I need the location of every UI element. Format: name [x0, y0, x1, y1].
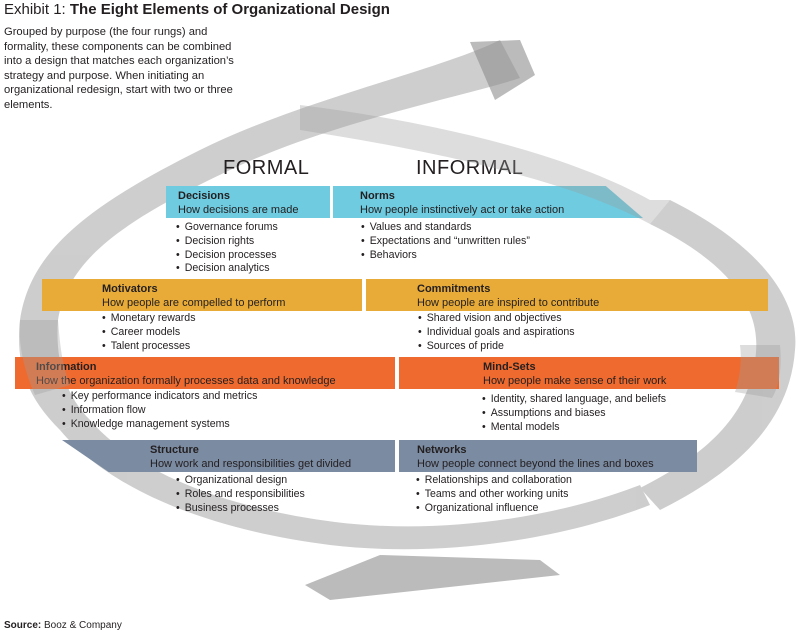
intro-text: Grouped by purpose (the four rungs) and …: [4, 26, 234, 111]
list-item: Talent processes: [102, 340, 196, 354]
list-item: Decision processes: [176, 249, 278, 263]
source-text: Booz & Company: [41, 620, 122, 631]
list-item: Organizational design: [176, 474, 305, 488]
ring-band-upper: [20, 40, 520, 320]
list-item: Teams and other working units: [416, 488, 572, 502]
source-note: Source: Booz & Company: [4, 620, 122, 631]
element-title: Mind-Sets: [483, 361, 536, 373]
list-item: Shared vision and objectives: [418, 312, 575, 326]
element-title: Commitments: [417, 283, 491, 295]
element-motivators: Motivators How people are compelled to p…: [42, 279, 362, 311]
list-item: Expectations and “unwritten rules”: [361, 235, 530, 249]
ring-strap-bottom: [305, 555, 560, 600]
ring-strap-top: [470, 40, 535, 100]
element-title: Decisions: [178, 190, 230, 202]
list-item: Governance forums: [176, 221, 278, 235]
commitments-items: Shared vision and objectives Individual …: [418, 312, 575, 353]
element-subtitle: How people are inspired to contribute: [417, 297, 600, 309]
list-item: Career models: [102, 326, 196, 340]
element-commitments: Commitments How people are inspired to c…: [366, 279, 768, 311]
list-item: Decision rights: [176, 235, 278, 249]
networks-items: Relationships and collaboration Teams an…: [416, 474, 572, 515]
element-subtitle: How people are compelled to perform: [102, 297, 286, 309]
element-title: Networks: [417, 444, 467, 456]
list-item: Organizational influence: [416, 502, 572, 516]
element-subtitle: How the organization formally processes …: [36, 375, 336, 387]
element-mindsets: Mind-Sets How people make sense of their…: [399, 357, 779, 389]
list-item: Decision analytics: [176, 262, 278, 276]
list-item: Key performance indicators and metrics: [62, 390, 258, 404]
structure-items: Organizational design Roles and responsi…: [176, 474, 305, 515]
list-item: Roles and responsibilities: [176, 488, 305, 502]
list-item: Values and standards: [361, 221, 530, 235]
list-item: Assumptions and biases: [482, 407, 666, 421]
list-item: Mental models: [482, 421, 666, 435]
list-item: Behaviors: [361, 249, 530, 263]
list-item: Business processes: [176, 502, 305, 516]
list-item: Relationships and collaboration: [416, 474, 572, 488]
ring-band-right: [640, 200, 796, 510]
list-item: Monetary rewards: [102, 312, 196, 326]
mindsets-items: Identity, shared language, and beliefs A…: [482, 393, 666, 434]
element-title: Motivators: [102, 283, 158, 295]
list-item: Knowledge management systems: [62, 418, 257, 432]
exhibit-main-title: The Eight Elements of Organizational Des…: [69, 1, 390, 18]
norms-items: Values and standards Expectations and “u…: [361, 221, 530, 262]
column-heading-informal: INFORMAL: [416, 157, 524, 179]
element-title: Norms: [360, 190, 395, 202]
column-heading-formal: FORMAL: [223, 157, 310, 179]
element-subtitle: How decisions are made: [178, 204, 299, 216]
element-subtitle: How people instinctively act or take act…: [360, 204, 565, 216]
element-subtitle: How people make sense of their work: [483, 375, 667, 387]
exhibit-label: Exhibit 1:: [4, 1, 70, 18]
list-item: Individual goals and aspirations: [418, 326, 575, 340]
exhibit-title: Exhibit 1: The Eight Elements of Organiz…: [4, 1, 390, 18]
element-networks: Networks How people connect beyond the l…: [399, 440, 697, 472]
information-items: Key performance indicators and metrics I…: [62, 390, 258, 432]
decisions-items: Governance forums Decision rights Decisi…: [176, 221, 278, 276]
source-label: Source:: [4, 620, 42, 631]
element-decisions: Decisions How decisions are made: [166, 186, 330, 218]
list-item: Identity, shared language, and beliefs: [482, 393, 666, 407]
element-title: Information: [36, 361, 97, 373]
element-title: Structure: [150, 444, 199, 456]
motivators-items: Monetary rewards Career models Talent pr…: [102, 312, 196, 353]
element-subtitle: How work and responsibilities get divide…: [150, 458, 352, 470]
ring-band-lower: [60, 420, 650, 550]
element-structure: Structure How work and responsibilities …: [62, 440, 395, 472]
element-norms: Norms How people instinctively act or ta…: [333, 186, 643, 218]
element-information: Information How the organization formall…: [15, 357, 395, 389]
element-subtitle: How people connect beyond the lines and …: [417, 458, 654, 470]
list-item: Information flow: [62, 404, 257, 418]
list-item: Sources of pride: [418, 340, 575, 354]
